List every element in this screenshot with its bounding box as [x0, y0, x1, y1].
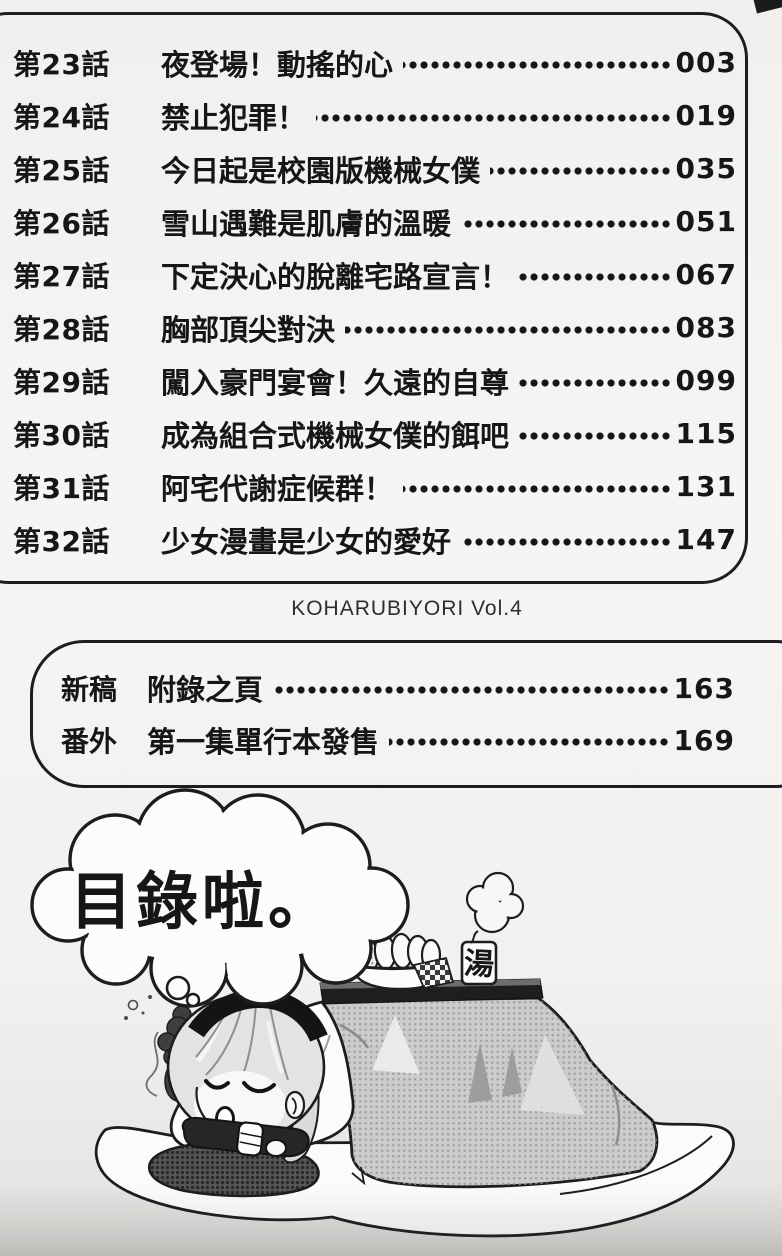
- extra-title: 附錄之頁: [147, 673, 264, 707]
- toc-entry: 第30話 成為組合式機械女僕的餌吧 115: [13, 407, 737, 460]
- series-caption: KOHARUBIYORI Vol.4: [291, 597, 523, 620]
- chapter-title: 下定決心的脫離宅路宣言！: [161, 259, 510, 294]
- cup-label: 湯: [463, 946, 495, 983]
- toc-entry: 第31話 阿宅代謝症候群！ 131: [13, 460, 737, 513]
- bubble-trail: [185, 992, 201, 1008]
- page-number: 131: [675, 470, 737, 503]
- chapter-list-box: 第23話 夜登場！動搖的心 003 第24話 禁止犯罪！ 019 第25話 今日…: [0, 12, 748, 584]
- cuff: [235, 1121, 265, 1157]
- extra-entry: 番外 第一集單行本發售 169: [61, 714, 735, 766]
- toc-entry: 第32話 少女漫畫是少女的愛好 147: [13, 513, 737, 566]
- dot-leader: [316, 112, 672, 123]
- chapter-number: 第26話: [13, 206, 110, 240]
- page-number: 169: [673, 723, 735, 757]
- extra-title: 第一集單行本發售: [147, 725, 380, 759]
- teacup: 湯: [460, 871, 525, 986]
- closed-eyes: [204, 1079, 276, 1094]
- page-number: 067: [675, 258, 737, 291]
- chapter-number: 第32話: [13, 524, 110, 558]
- toc-entry: 第25話 今日起是校園版機械女僕 035: [13, 142, 737, 195]
- toc-entry: 第29話 闖入豪門宴會！久遠的自尊 099: [13, 354, 737, 407]
- chapter-number: 第28話: [13, 312, 110, 346]
- chapter-number: 第23話: [13, 47, 110, 81]
- page-number: 051: [675, 205, 737, 238]
- chapter-title: 阿宅代謝症候群！: [161, 471, 394, 506]
- chapter-number: 第31話: [13, 471, 110, 505]
- toc-entry: 第24話 禁止犯罪！ 019: [13, 89, 737, 142]
- toc-entry: 第26話 雪山遇難是肌膚的溫暖 051: [13, 195, 737, 248]
- steam-icon: [465, 871, 525, 944]
- dot-leader: [519, 271, 672, 282]
- dot-leader: [490, 165, 672, 176]
- dot-leader: [345, 324, 672, 335]
- kotatsu-illustration: 湯: [30, 788, 735, 1238]
- scan-corner-artifact: [752, 0, 782, 14]
- chapter-title: 胸部頂尖對決: [161, 312, 336, 347]
- dot-leader: [519, 377, 672, 388]
- checker-patch: [412, 956, 455, 990]
- hand: [265, 1139, 287, 1157]
- sparkles: [124, 995, 159, 1097]
- dot-leader: [519, 430, 672, 441]
- chapter-title: 少女漫畫是少女的愛好: [161, 524, 452, 559]
- chapter-title: 禁止犯罪！: [161, 100, 307, 135]
- chapter-number: 第24話: [13, 100, 110, 134]
- chapter-number: 第29話: [13, 365, 110, 399]
- chapter-number: 第27話: [13, 259, 110, 293]
- dot-leader: [403, 59, 672, 70]
- dot-leader: [273, 685, 670, 695]
- page-number: 163: [673, 671, 735, 705]
- extra-list-box: 新稿 附錄之頁 163 番外 第一集單行本發售 169: [30, 640, 782, 788]
- bubble-trail: [165, 975, 191, 1001]
- thought-bubble: 目錄啦。: [30, 788, 410, 1008]
- page-number: 115: [675, 417, 737, 450]
- page-number: 003: [675, 46, 737, 79]
- page-number: 035: [675, 152, 737, 185]
- extra-label: 新稿: [61, 673, 118, 706]
- page-number: 019: [675, 99, 737, 132]
- toc-entry: 第27話 下定決心的脫離宅路宣言！ 067: [13, 248, 737, 301]
- extra-label: 番外: [61, 725, 118, 758]
- chapter-number: 第25話: [13, 153, 110, 187]
- dot-leader: [461, 218, 672, 229]
- dot-leader: [403, 483, 672, 494]
- page-number: 083: [675, 311, 737, 344]
- thought-bubble-text: 目錄啦。: [70, 865, 334, 938]
- page-number: 099: [675, 364, 737, 397]
- chapter-title: 今日起是校園版機械女僕: [161, 153, 481, 188]
- chapter-title: 夜登場！動搖的心: [161, 47, 394, 82]
- chapter-title: 闖入豪門宴會！久遠的自尊: [161, 365, 510, 400]
- dot-leader: [389, 737, 670, 747]
- sleeping-girl: [157, 989, 328, 1164]
- page-number: 147: [675, 523, 737, 556]
- dot-leader: [461, 536, 672, 547]
- chapter-number: 第30話: [13, 418, 110, 452]
- chapter-title: 成為組合式機械女僕的餌吧: [161, 418, 510, 453]
- toc-entry: 第28話 胸部頂尖對決 083: [13, 301, 737, 354]
- toc-entry: 第23話 夜登場！動搖的心 003: [13, 36, 737, 89]
- extra-entry: 新稿 附錄之頁 163: [61, 662, 735, 714]
- chapter-title: 雪山遇難是肌膚的溫暖: [161, 206, 452, 241]
- kotatsu-blanket: [320, 996, 659, 1189]
